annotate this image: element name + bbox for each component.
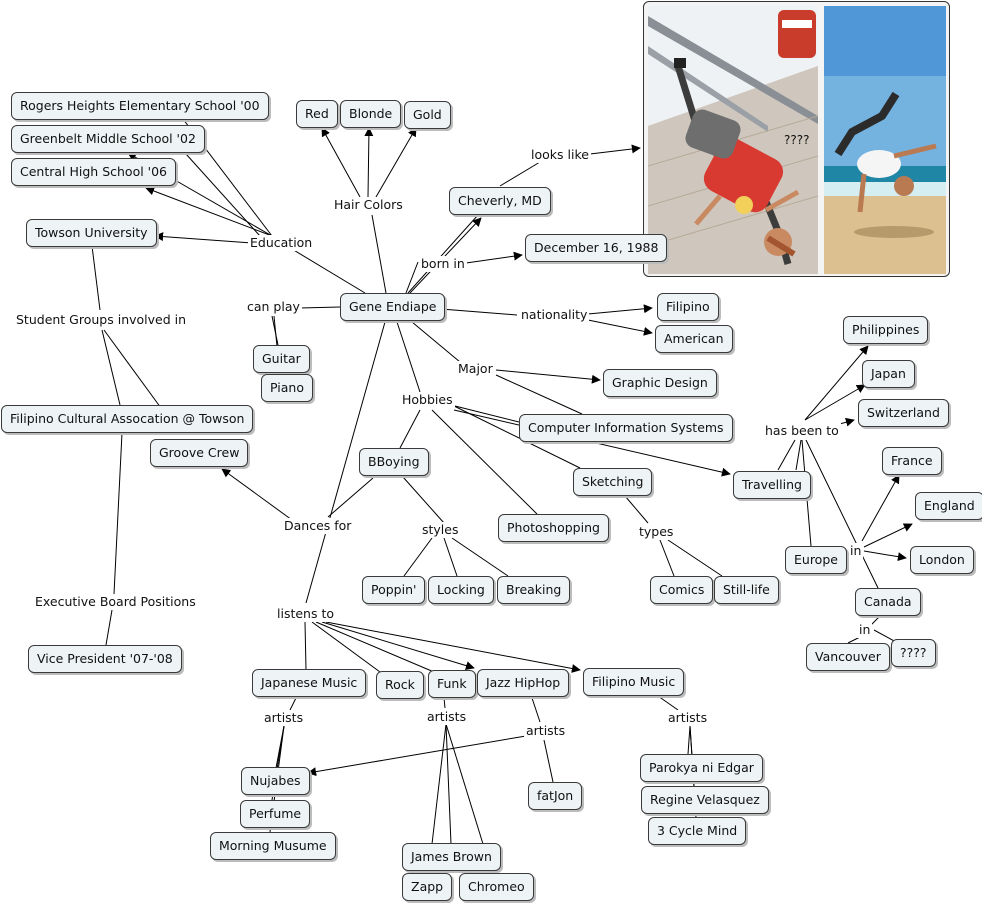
- node-vice-president[interactable]: Vice President '07-'08: [28, 645, 182, 673]
- node-rogers-heights[interactable]: Rogers Heights Elementary School '00: [11, 92, 269, 120]
- node-blonde[interactable]: Blonde: [340, 100, 402, 128]
- node-jazz-hiphop[interactable]: Jazz HipHop: [477, 669, 570, 697]
- node-breaking[interactable]: Breaking: [497, 576, 571, 604]
- photo-caption: ????: [784, 133, 810, 147]
- node-towson-university[interactable]: Towson University: [26, 219, 157, 247]
- node-vancouver[interactable]: Vancouver: [806, 643, 890, 671]
- node-chromeo[interactable]: Chromeo: [459, 873, 534, 901]
- node-piano[interactable]: Piano: [261, 374, 313, 402]
- node-fatjon[interactable]: fatJon: [528, 782, 583, 810]
- node-photoshopping[interactable]: Photoshopping: [498, 514, 609, 542]
- node-japanese-music[interactable]: Japanese Music: [252, 669, 367, 697]
- node-james-brown[interactable]: James Brown: [402, 843, 501, 871]
- node-filipino-music[interactable]: Filipino Music: [583, 668, 685, 696]
- node-switzerland[interactable]: Switzerland: [858, 399, 949, 427]
- bboy-photo-beach: [824, 6, 946, 274]
- node-3-cycle-mind[interactable]: 3 Cycle Mind: [648, 817, 747, 845]
- node-france[interactable]: France: [882, 447, 942, 475]
- link-artists-funk: artists: [425, 709, 469, 725]
- link-executive-board: Executive Board Positions: [33, 594, 198, 610]
- node-american[interactable]: American: [655, 325, 733, 353]
- link-listens-to: listens to: [275, 606, 337, 622]
- node-morning-musume[interactable]: Morning Musume: [210, 832, 336, 860]
- node-cheverly[interactable]: Cheverly, MD: [449, 187, 551, 215]
- link-in-canada: in: [857, 622, 873, 638]
- node-europe[interactable]: Europe: [785, 546, 847, 574]
- node-red[interactable]: Red: [296, 100, 338, 128]
- node-funk[interactable]: Funk: [428, 670, 476, 698]
- link-types: types: [637, 524, 676, 540]
- node-london[interactable]: London: [910, 546, 974, 574]
- node-parokya-ni-edgar[interactable]: Parokya ni Edgar: [640, 754, 763, 782]
- link-education: Education: [248, 235, 315, 251]
- node-regine-velasquez[interactable]: Regine Velasquez: [641, 786, 769, 814]
- node-sketching[interactable]: Sketching: [573, 468, 653, 496]
- node-nujabes[interactable]: Nujabes: [241, 767, 310, 795]
- link-artists-japanese: artists: [262, 710, 306, 726]
- node-rock[interactable]: Rock: [376, 671, 424, 699]
- node-japan[interactable]: Japan: [862, 360, 915, 388]
- node-central-high[interactable]: Central High School '06: [11, 158, 177, 186]
- link-major: Major: [456, 361, 495, 377]
- node-guitar[interactable]: Guitar: [253, 345, 310, 373]
- node-unknown-place[interactable]: ????: [891, 639, 936, 667]
- link-student-groups: Student Groups involved in: [14, 312, 189, 328]
- node-bboying[interactable]: BBoying: [359, 448, 429, 476]
- link-in-europe: in: [848, 543, 864, 559]
- node-filipino-cultural-association[interactable]: Filipino Cultural Assocation @ Towson: [1, 405, 254, 433]
- link-hair-colors: Hair Colors: [332, 197, 405, 213]
- bboy-photo-ship: [648, 6, 818, 274]
- photo-panel: ????: [643, 1, 950, 277]
- node-birthdate[interactable]: December 16, 1988: [525, 234, 668, 262]
- node-perfume[interactable]: Perfume: [240, 800, 311, 828]
- node-graphic-design[interactable]: Graphic Design: [603, 369, 717, 397]
- link-can-play: can play: [245, 299, 302, 315]
- link-dances-for: Dances for: [282, 518, 354, 534]
- node-filipino[interactable]: Filipino: [657, 293, 719, 321]
- node-greenbelt-middle[interactable]: Greenbelt Middle School '02: [11, 125, 205, 153]
- link-has-been-to: has been to: [763, 423, 841, 439]
- link-born-in: born in: [419, 256, 467, 272]
- link-hobbies: Hobbies: [400, 392, 455, 408]
- node-england[interactable]: England: [915, 492, 982, 520]
- node-zapp[interactable]: Zapp: [402, 873, 453, 901]
- link-looks-like: looks like: [529, 147, 591, 163]
- link-artists-jazz: artists: [524, 723, 568, 739]
- node-comics[interactable]: Comics: [650, 576, 714, 604]
- link-nationality: nationality: [519, 307, 590, 323]
- node-computer-information-systems[interactable]: Computer Information Systems: [519, 414, 733, 442]
- node-gene-endiape[interactable]: Gene Endiape: [340, 293, 446, 321]
- node-still-life[interactable]: Still-life: [714, 576, 779, 604]
- node-philippines[interactable]: Philippines: [843, 316, 929, 344]
- node-canada[interactable]: Canada: [855, 588, 921, 616]
- node-poppin[interactable]: Poppin': [362, 576, 426, 604]
- node-groove-crew[interactable]: Groove Crew: [150, 439, 249, 467]
- link-artists-filipino: artists: [666, 710, 710, 726]
- link-styles: styles: [420, 522, 461, 538]
- node-travelling[interactable]: Travelling: [733, 471, 811, 499]
- node-gold[interactable]: Gold: [404, 101, 451, 129]
- node-locking[interactable]: Locking: [428, 576, 494, 604]
